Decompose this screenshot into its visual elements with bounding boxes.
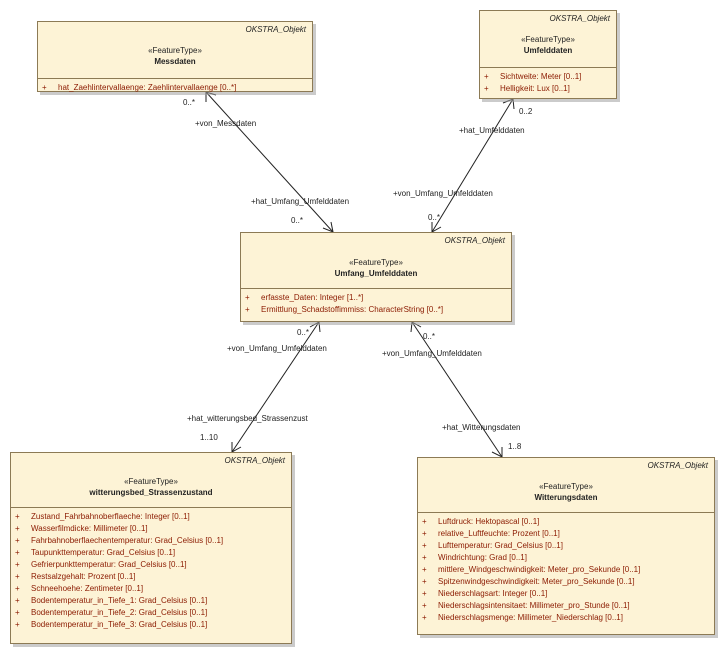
attribute-row[interactable]: +Sichtweite: Meter [0..1]	[484, 72, 582, 81]
multiplicity-messdaten-end: 0..*	[183, 98, 196, 107]
attribute-row[interactable]: +Niederschlagsart: Integer [0..1]	[422, 589, 548, 598]
attribute-row[interactable]: +Niederschlagsintensitaet: Millimeter_pr…	[422, 601, 630, 610]
association-line-witterungsdaten	[411, 321, 503, 458]
attribute-row[interactable]: +Bodentemperatur_in_Tiefe_3: Grad_Celsiu…	[15, 620, 208, 629]
attribute-row[interactable]: +relative_Luftfeuchte: Prozent [0..1]	[422, 529, 560, 538]
multiplicity-strassenzustand-end: 1..10	[200, 433, 218, 442]
attribute-row[interactable]: +Spitzenwindgeschwindigkeit: Meter_pro_S…	[422, 577, 635, 586]
attribute-row[interactable]: +Windrichtung: Grad [0..1]	[422, 553, 527, 562]
attribute-list: +hat_Zaehlintervallaenge: Zaehlintervall…	[38, 78, 312, 94]
attribute-row[interactable]: +Luftdruck: Hektopascal [0..1]	[422, 517, 540, 526]
role-hat-umfelddaten: +hat_Umfelddaten	[459, 126, 525, 135]
class-name: Umfang_Umfelddaten	[334, 269, 418, 278]
role-von-umfang-umfelddaten-left: +von_Umfang_Umfelddaten	[227, 344, 327, 353]
role-hat-witterungsbed-strassenzust: +hat_witterungsbed_Strassenzust	[187, 414, 308, 423]
role-hat-umfang-umfelddaten: +hat_Umfang_Umfelddaten	[251, 197, 350, 206]
arrowhead-umfang-from-strassenzustand	[309, 321, 321, 333]
role-hat-witterungsdaten: +hat_Witterungsdaten	[442, 423, 521, 432]
attribute-row[interactable]: +Schneehoehe: Zentimeter [0..1]	[15, 584, 144, 593]
class-stereotype: «FeatureType»	[539, 482, 593, 491]
association-line-umfelddaten	[431, 98, 514, 233]
attribute-row[interactable]: +Zustand_Fahrbahnoberflaeche: Integer [0…	[15, 512, 190, 521]
association-line-messdaten	[205, 91, 334, 233]
class-name: Witterungsdaten	[534, 493, 598, 502]
role-von-messdaten: +von_Messdaten	[195, 119, 257, 128]
attribute-row[interactable]: +Bodentemperatur_in_Tiefe_1: Grad_Celsiu…	[15, 596, 208, 605]
stereotype-tag: OKSTRA_Objekt	[647, 461, 708, 470]
class-name: Umfelddaten	[523, 46, 573, 55]
attribute-row[interactable]: +Restsalzgehalt: Prozent [0..1]	[15, 572, 136, 581]
attribute-row[interactable]: +Gefrierpunkttemperatur: Grad_Celsius [0…	[15, 560, 187, 569]
multiplicity-umfang-end-witterungsdaten: 0..*	[423, 332, 436, 341]
attribute-row[interactable]: +Ermittlung_Schadstoffimmiss: CharacterS…	[245, 305, 444, 314]
multiplicity-umfelddaten-end: 0..2	[519, 107, 533, 116]
attribute-row[interactable]: +Bodentemperatur_in_Tiefe_2: Grad_Celsiu…	[15, 608, 208, 617]
attribute-row[interactable]: +Wasserfilmdicke: Millimeter [0..1]	[15, 524, 148, 533]
class-witterungsbed-strassenzustand[interactable]: OKSTRA_Objekt «FeatureType» witterungsbe…	[10, 452, 292, 644]
arrowhead-messdaten	[205, 91, 217, 102]
multiplicity-umfang-end-messdaten: 0..*	[291, 216, 304, 225]
multiplicity-witterungsdaten-end: 1..8	[508, 442, 522, 451]
attribute-list: +erfasste_Daten: Integer [1..*] +Ermittl…	[241, 288, 511, 316]
class-messdaten[interactable]: OKSTRA_Objekt «FeatureType» Messdaten +h…	[37, 21, 313, 92]
role-von-umfang-umfelddaten-top: +von_Umfang_Umfelddaten	[393, 189, 493, 198]
attribute-row[interactable]: +mittlere_Windgeschwindigkeit: Meter_pro…	[422, 565, 641, 574]
role-von-umfang-umfelddaten-right: +von_Umfang_Umfelddaten	[382, 349, 482, 358]
arrowhead-umfang-from-witterungsdaten	[410, 321, 422, 333]
attribute-row[interactable]: +Lufttemperatur: Grad_Celsius [0..1]	[422, 541, 563, 550]
stereotype-tag: OKSTRA_Objekt	[444, 236, 505, 245]
arrowhead-umfelddaten	[502, 98, 515, 110]
multiplicity-umfang-end-umfelddaten: 0..*	[428, 213, 441, 222]
stereotype-tag: OKSTRA_Objekt	[224, 456, 285, 465]
stereotype-tag: OKSTRA_Objekt	[245, 25, 306, 34]
association-line-strassenzustand	[231, 321, 320, 453]
class-stereotype: «FeatureType»	[148, 46, 202, 55]
class-witterungsdaten[interactable]: OKSTRA_Objekt «FeatureType» Witterungsda…	[417, 457, 715, 635]
attribute-row[interactable]: +Taupunkttemperatur: Grad_Celsius [0..1]	[15, 548, 176, 557]
class-stereotype: «FeatureType»	[521, 35, 575, 44]
attribute-list: +Sichtweite: Meter [0..1] +Helligkeit: L…	[480, 67, 616, 95]
class-name: witterungsbed_Strassenzustand	[89, 488, 213, 497]
attribute-row[interactable]: +Helligkeit: Lux [0..1]	[484, 84, 570, 93]
class-stereotype: «FeatureType»	[349, 258, 403, 267]
attribute-row[interactable]: +Fahrbahnoberflaechentemperatur: Grad_Ce…	[15, 536, 224, 545]
attribute-row[interactable]: +Niederschlagsmenge: Millimeter_Niedersc…	[422, 613, 623, 622]
attribute-list: +Luftdruck: Hektopascal [0..1] +relative…	[418, 512, 714, 624]
multiplicity-umfang-end-strassenzustand: 0..*	[297, 328, 310, 337]
attribute-row[interactable]: +erfasste_Daten: Integer [1..*]	[245, 293, 364, 302]
class-umfelddaten[interactable]: OKSTRA_Objekt «FeatureType» Umfelddaten …	[479, 10, 617, 99]
stereotype-tag: OKSTRA_Objekt	[549, 14, 610, 23]
attribute-row[interactable]: +hat_Zaehlintervallaenge: Zaehlintervall…	[42, 83, 237, 92]
class-name: Messdaten	[154, 57, 196, 66]
class-stereotype: «FeatureType»	[124, 477, 178, 486]
attribute-list: +Zustand_Fahrbahnoberflaeche: Integer [0…	[11, 507, 291, 631]
class-umfang-umfelddaten[interactable]: OKSTRA_Objekt «FeatureType» Umfang_Umfel…	[240, 232, 512, 322]
